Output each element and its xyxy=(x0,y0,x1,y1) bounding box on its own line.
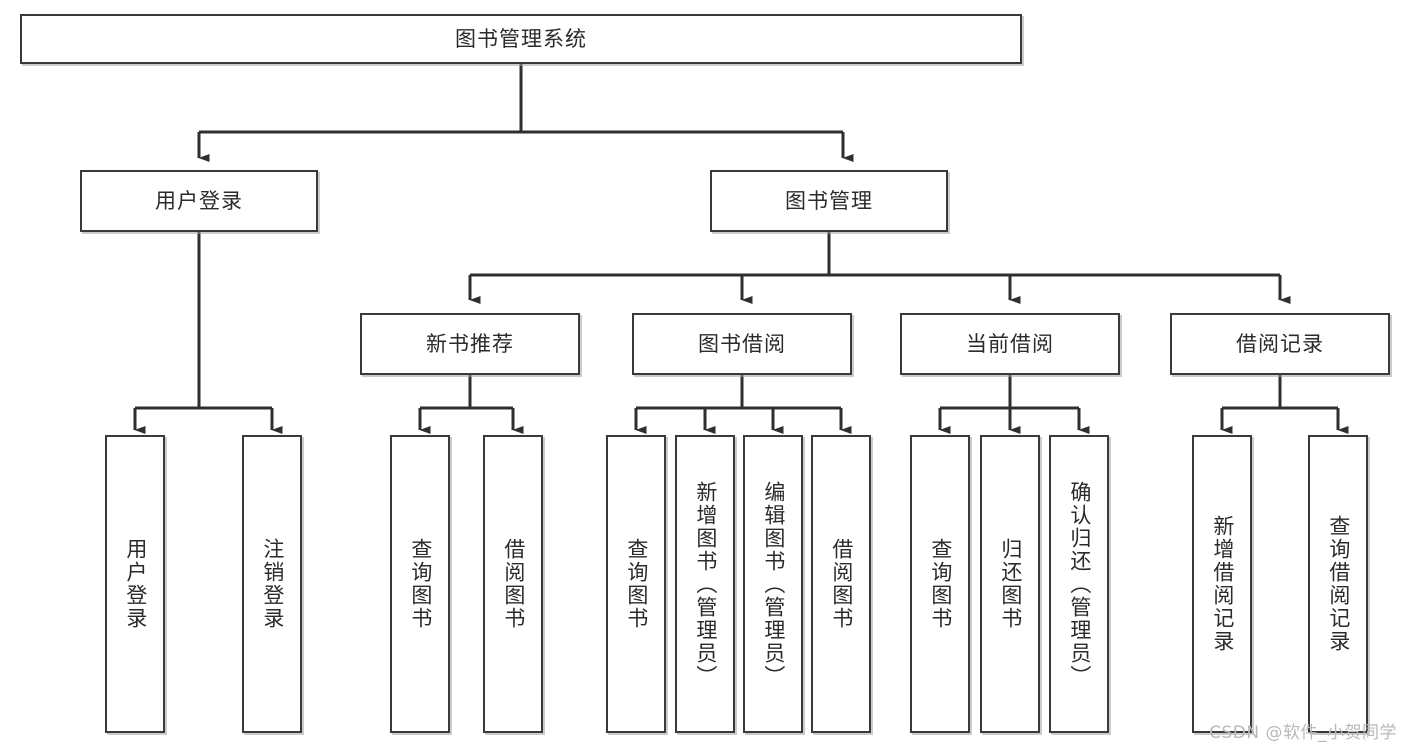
node-label: 当前借阅 xyxy=(966,331,1054,356)
leaf-current-borrow-return[interactable]: 归还图书 xyxy=(980,435,1040,733)
leaf-label: 新增借阅记录 xyxy=(1210,515,1235,653)
node-label: 图书管理系统 xyxy=(455,26,587,51)
leaf-label: 查询借阅记录 xyxy=(1326,515,1351,653)
leaf-label: 新增图书（管理员） xyxy=(693,480,718,688)
node-label: 用户登录 xyxy=(155,188,243,213)
csdn-watermark: CSDN @软件_小贺同学 xyxy=(1209,723,1397,743)
node-book-management[interactable]: 图书管理 xyxy=(710,170,948,232)
leaf-label: 查询图书 xyxy=(928,538,953,630)
leaf-borrow-record-query[interactable]: 查询借阅记录 xyxy=(1308,435,1368,733)
leaf-user-login-signout[interactable]: 注销登录 xyxy=(242,435,302,733)
node-label: 图书管理 xyxy=(785,188,873,213)
leaf-label: 注销登录 xyxy=(260,538,285,630)
leaf-user-login-signin[interactable]: 用户登录 xyxy=(105,435,165,733)
node-current-borrow[interactable]: 当前借阅 xyxy=(900,313,1120,375)
node-label: 借阅记录 xyxy=(1236,331,1324,356)
leaf-book-borrow-query[interactable]: 查询图书 xyxy=(606,435,666,733)
leaf-borrow-record-add[interactable]: 新增借阅记录 xyxy=(1192,435,1252,733)
leaf-new-book-query[interactable]: 查询图书 xyxy=(390,435,450,733)
leaf-label: 确认归还（管理员） xyxy=(1067,480,1092,688)
leaf-label: 查询图书 xyxy=(408,538,433,630)
leaf-label: 编辑图书（管理员） xyxy=(761,480,786,688)
leaf-new-book-borrow[interactable]: 借阅图书 xyxy=(483,435,543,733)
node-new-book-recommend[interactable]: 新书推荐 xyxy=(360,313,580,375)
leaf-book-borrow-lend[interactable]: 借阅图书 xyxy=(811,435,871,733)
leaf-label: 借阅图书 xyxy=(829,538,854,630)
node-borrow-record[interactable]: 借阅记录 xyxy=(1170,313,1390,375)
leaf-current-borrow-confirm[interactable]: 确认归还（管理员） xyxy=(1049,435,1109,733)
node-root-system[interactable]: 图书管理系统 xyxy=(20,14,1022,64)
node-label: 新书推荐 xyxy=(426,331,514,356)
node-label: 图书借阅 xyxy=(698,331,786,356)
leaf-label: 借阅图书 xyxy=(501,538,526,630)
leaf-label: 查询图书 xyxy=(624,538,649,630)
leaf-label: 用户登录 xyxy=(123,538,148,630)
leaf-book-borrow-add[interactable]: 新增图书（管理员） xyxy=(675,435,735,733)
node-book-borrow[interactable]: 图书借阅 xyxy=(632,313,852,375)
leaf-label: 归还图书 xyxy=(998,538,1023,630)
leaf-current-borrow-query[interactable]: 查询图书 xyxy=(910,435,970,733)
leaf-book-borrow-edit[interactable]: 编辑图书（管理员） xyxy=(743,435,803,733)
node-user-login[interactable]: 用户登录 xyxy=(80,170,318,232)
